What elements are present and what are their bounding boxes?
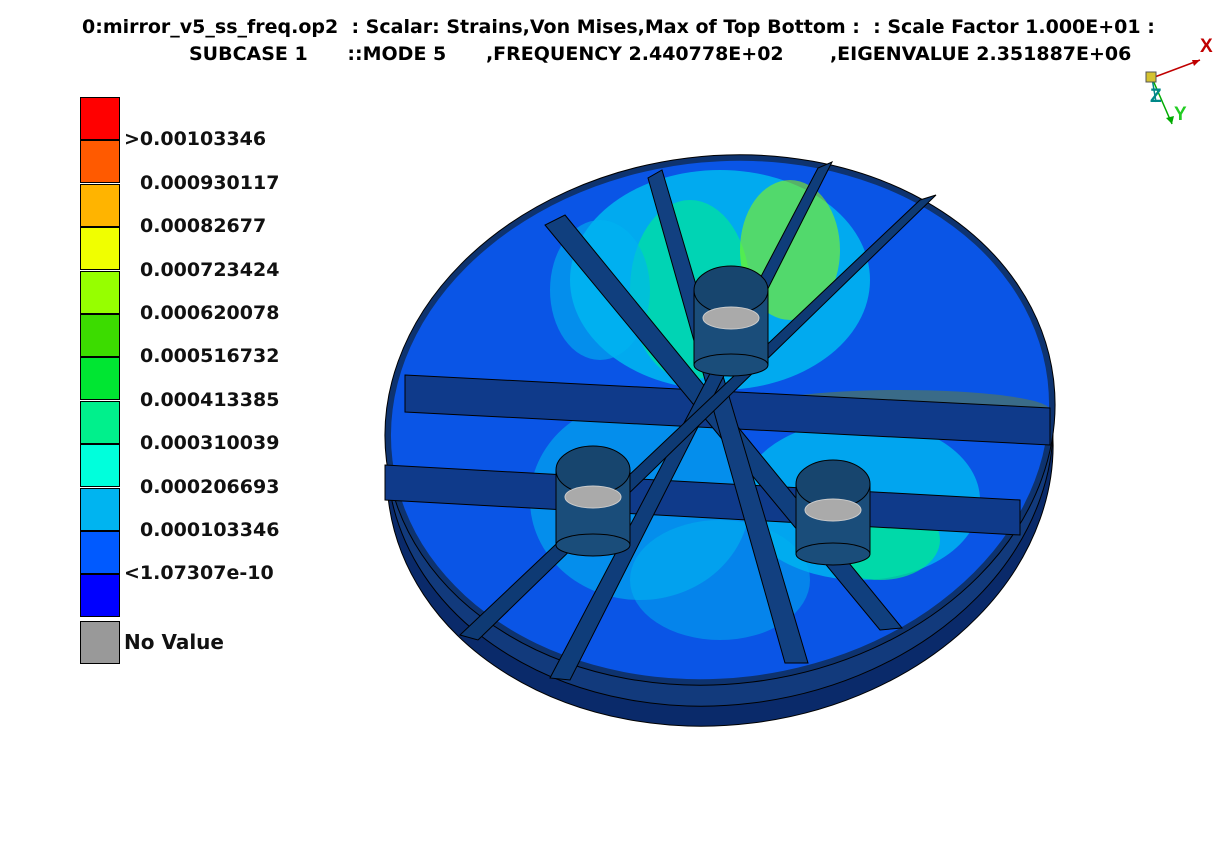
legend-value-label: 0.000723424 [140, 258, 280, 281]
legend-value-label: 0.000930117 [140, 171, 280, 194]
legend-swatch [80, 227, 120, 271]
legend-no-value-label: No Value [124, 630, 224, 654]
boss-top[interactable] [693, 265, 769, 377]
legend-swatch [80, 444, 120, 488]
legend-swatch [80, 574, 120, 618]
y-axis-label: Y [1174, 104, 1187, 125]
legend-swatch [80, 140, 120, 184]
legend-swatch [80, 487, 120, 531]
legend-value-label: >0.00103346 [124, 128, 267, 151]
legend-value-label: 0.000620078 [140, 302, 280, 324]
triad-origin-box [1145, 71, 1157, 83]
legend-swatch [80, 183, 120, 227]
x-axis-line [1151, 59, 1201, 79]
y-axis-arrowhead [1166, 116, 1174, 124]
boss-left[interactable] [555, 445, 631, 557]
legend-value-label: 0.00082677 [140, 215, 267, 238]
legend-swatch [80, 400, 120, 444]
y-axis-line [1151, 77, 1173, 125]
legend-swatch [80, 531, 120, 574]
legend-swatch [80, 357, 120, 401]
legend-value-label: 0.000413385 [140, 388, 280, 411]
legend-value-label: 0.000310039 [140, 432, 280, 455]
legend-swatch [80, 97, 120, 140]
legend-value-label: 0.000516732 [140, 345, 280, 368]
result-title-line-1: 0:mirror_v5_ss_freq.op2 : Scalar: Strain… [82, 16, 1155, 38]
legend-value-label: <1.07307e-10 [124, 562, 274, 585]
z-axis-label: Z [1150, 86, 1162, 107]
legend-swatch [80, 270, 120, 314]
legend-no-value-swatch [80, 621, 120, 664]
legend-value-label: 0.000103346 [140, 519, 280, 541]
x-axis-arrowhead [1192, 60, 1200, 66]
boss-right[interactable] [795, 459, 871, 566]
legend-value-label: 0.000206693 [140, 475, 280, 498]
x-axis-label: X [1200, 36, 1213, 57]
axis-triad: X Y Z [1145, 36, 1213, 125]
result-title-line-2: SUBCASE 1 ::MODE 5 ,FREQUENCY 2.440778E+… [189, 43, 1132, 65]
legend-swatch [80, 314, 120, 357]
